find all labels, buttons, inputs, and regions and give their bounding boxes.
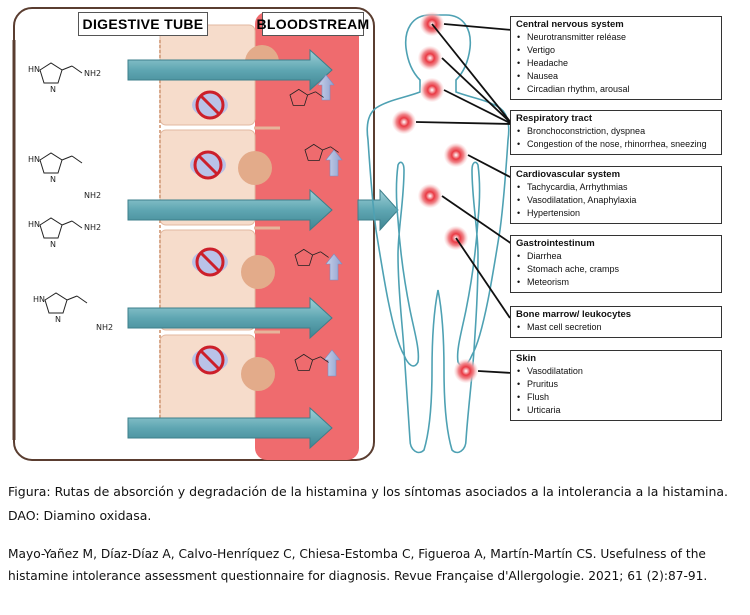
symptom-spot — [392, 110, 416, 134]
box-item: Congestion of the nose, rhinorrhea, snee… — [517, 138, 717, 151]
dao-blocked-icon — [192, 90, 228, 120]
box-title: Cardiovascular system — [516, 169, 621, 180]
dao-blocked-icon — [192, 247, 228, 277]
box-item: Urticaria — [517, 404, 717, 417]
box-item: Tachycardia, Arrhythmias — [517, 181, 717, 194]
symptom-box-gastrointestinal: Gastrointestinum Diarrhea Stomach ache, … — [510, 235, 722, 293]
mol-label-nh2: NH2 — [96, 323, 113, 332]
mol-label-hn: HN — [33, 295, 45, 304]
mol-label-n: N — [55, 315, 61, 324]
mol-label-nh2: NH2 — [84, 69, 101, 78]
absorption-arrow — [127, 296, 333, 340]
box-item: Vertigo — [517, 44, 717, 57]
mol-label-nh2: NH2 — [84, 191, 101, 200]
box-item: Stomach ache, cramps — [517, 263, 717, 276]
box-title: Central nervous system — [516, 19, 624, 30]
human-body-outline — [366, 14, 510, 454]
histamine-figure: HN N NH2 HN N NH2 HN N NH2 HN N NH2 — [0, 0, 750, 465]
box-item: Neurotransmitter reléase — [517, 31, 717, 44]
figure-svg: HN N NH2 HN N NH2 HN N NH2 HN N NH2 — [12, 7, 513, 461]
box-title: Bone marrow/ leukocytes — [516, 309, 632, 320]
blood-up-arrow — [317, 74, 343, 377]
symptom-box-bone-marrow: Bone marrow/ leukocytes Mast cell secret… — [510, 306, 722, 338]
symptom-box-cns: Central nervous system Neurotransmitter … — [510, 16, 722, 100]
reference-citation: Mayo-Yañez M, Díaz-Díaz A, Calvo-Henríqu… — [8, 547, 708, 583]
symptom-box-respiratory: Respiratory tract Bronchoconstriction, d… — [510, 110, 722, 155]
symptom-box-cardiovascular: Cardiovascular system Tachycardia, Arrhy… — [510, 166, 722, 224]
box-title: Respiratory tract — [516, 113, 593, 124]
box-item: Meteorism — [517, 276, 717, 289]
mol-label-n: N — [50, 240, 56, 249]
dao-blocked-icon — [192, 345, 228, 375]
box-item: Vasodilatation — [517, 365, 717, 378]
mol-label-n: N — [50, 85, 56, 94]
absorption-arrow — [127, 188, 333, 232]
transfer-arrow — [357, 188, 399, 232]
absorption-arrow — [127, 48, 333, 92]
box-item: Nausea — [517, 70, 717, 83]
box-title: Gastrointestinum — [516, 238, 595, 249]
symptom-spot — [418, 46, 442, 70]
box-item: Circadian rhythm, arousal — [517, 83, 717, 96]
bloodstream-header: BLOODSTREAM — [257, 12, 369, 36]
box-title: Skin — [516, 353, 537, 364]
mol-label-n: N — [50, 175, 56, 184]
box-item: Headache — [517, 57, 717, 70]
box-item: Bronchoconstriction, dyspnea — [517, 125, 717, 138]
absorption-arrow — [127, 406, 333, 450]
symptom-spot — [420, 78, 444, 102]
mol-label-hn: HN — [28, 155, 40, 164]
mol-label-hn: HN — [28, 65, 40, 74]
symptom-spot — [444, 143, 468, 167]
box-item: Mast cell secretion — [517, 321, 717, 334]
box-item: Vasodilatation, Anaphylaxia — [517, 194, 717, 207]
box-item: Pruritus — [517, 378, 717, 391]
box-item: Diarrhea — [517, 250, 717, 263]
box-item: Flush — [517, 391, 717, 404]
molecule-labels: HN N NH2 HN N NH2 HN N NH2 HN N NH2 — [28, 65, 113, 332]
connector-lines — [415, 23, 513, 374]
symptom-spot — [418, 184, 442, 208]
mol-label-hn: HN — [28, 220, 40, 229]
figure-caption: Figura: Rutas de absorción y degradación… — [8, 484, 728, 523]
digestive-tube-header: DIGESTIVE TUBE — [78, 12, 208, 36]
symptom-box-skin: Skin Vasodilatation Pruritus Flush Urtic… — [510, 350, 722, 421]
box-item: Hypertension — [517, 207, 717, 220]
bloodstream — [255, 12, 359, 460]
mol-label-nh2: NH2 — [84, 223, 101, 232]
dao-blocked-icon — [190, 150, 226, 180]
symptom-spot — [454, 359, 478, 383]
